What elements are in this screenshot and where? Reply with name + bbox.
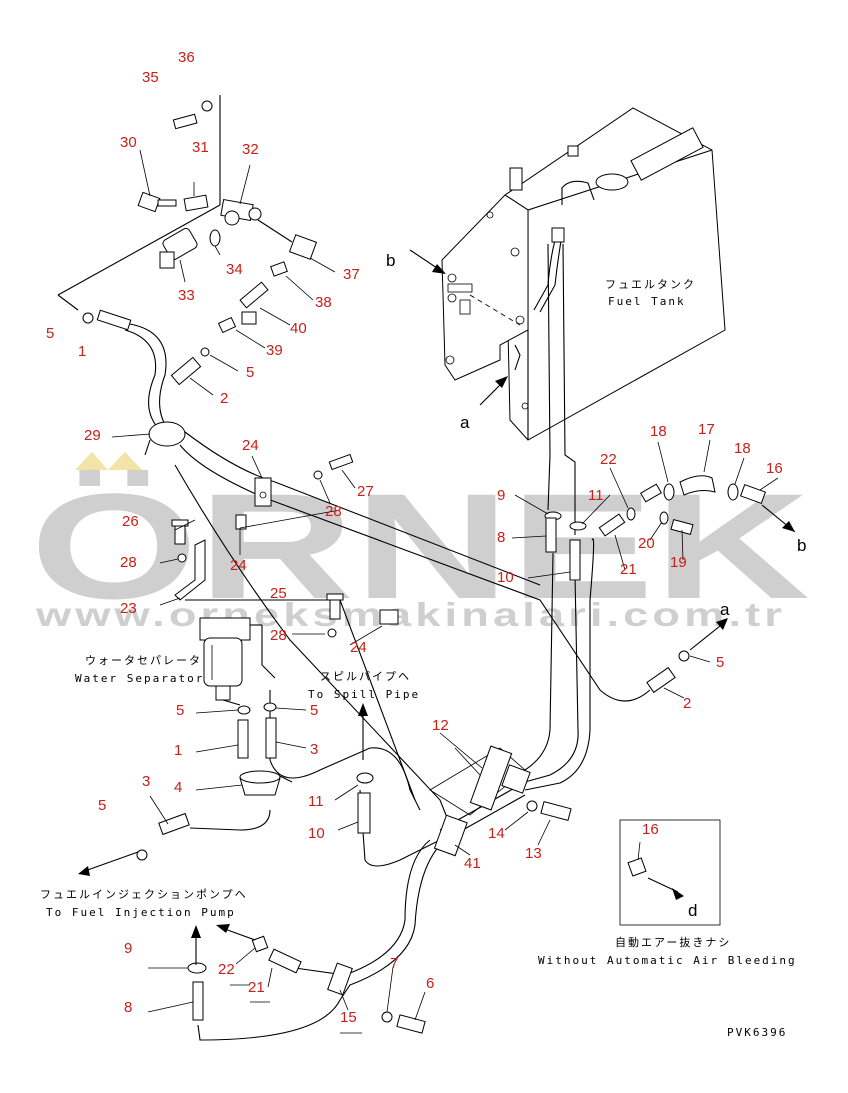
part-num: 18 [650,423,667,440]
part-num: 4 [174,779,182,796]
part-num: 5 [310,702,318,719]
part-num: 7 [390,955,398,972]
part-num: 6 [426,975,434,992]
direction-arrows [78,249,508,965]
ref-a-right: a [720,600,730,619]
part-num: 27 [357,483,374,500]
top-fittings [57,95,318,456]
part-num: 16 [642,821,659,838]
pump-label-jp: フュエルインジェクションポンプヘ [40,888,248,901]
part-num: 40 [290,320,307,337]
watermark-url: www.orneksmakinalari.com.tr [35,596,786,633]
part-num: 36 [178,49,195,66]
part-num: 37 [343,266,360,283]
part-num: 24 [350,639,367,656]
part-num: 3 [142,773,150,790]
part-num: 5 [246,364,254,381]
mid-hardware [171,453,399,638]
part-num: 35 [142,69,159,86]
part-num: 9 [124,940,132,957]
fuel-tank-label-jp: フュエルタンク [605,278,696,291]
watermark-brand: ÖRNEK [30,462,810,630]
part-num: 17 [698,421,715,438]
part-num: 39 [266,342,283,359]
spill-pipe-label-en: To Spill Pipe [308,688,420,701]
fuel-lines [124,243,651,1041]
part-num: 12 [432,717,449,734]
part-num: 15 [340,1009,357,1026]
part-num: 3 [310,741,318,758]
ref-b-top: b [386,251,395,270]
part-num: 1 [78,343,86,360]
part-num: 30 [120,134,137,151]
part-num: 22 [218,961,235,978]
no-bleed-label-en: Without Automatic Air Bleeding [538,954,797,967]
part-num: 9 [497,487,505,504]
part-num: 13 [525,845,542,862]
part-num: 22 [600,451,617,468]
part-num: 11 [308,793,324,810]
labels: フュエルタンク Fuel Tank ウォータセパレータ Water Separa… [40,278,797,1039]
part-num: 38 [315,294,332,311]
drawing-code: PVK6396 [727,1026,787,1039]
part-num: 21 [248,979,265,996]
part-num: 10 [497,569,514,586]
part-num: 24 [242,437,259,454]
part-num: 8 [124,999,132,1016]
part-num: 5 [98,797,106,814]
right-fittings [544,475,796,694]
ref-a-top: a [460,413,470,432]
part-num: 1 [174,742,182,759]
part-num: 29 [84,427,101,444]
ref-b-right: b [797,536,806,555]
water-separator-label-jp: ウォータセパレータ [85,654,202,667]
part-num: 21 [620,561,637,578]
part-num: 18 [734,440,751,457]
leader-lines [111,149,779,1034]
pump-label-en: To Fuel Injection Pump [46,906,236,919]
part-num: 25 [270,585,287,602]
part-num: 5 [46,325,54,342]
part-num: 2 [220,390,228,407]
part-num: 8 [497,529,505,546]
part-num: 34 [226,261,243,278]
part-num: 32 [242,141,259,158]
part-num: 19 [670,554,687,571]
part-num: 26 [122,513,139,530]
part-num: 28 [270,627,287,644]
part-num: 28 [120,554,137,571]
water-separator [199,617,293,796]
part-num: 10 [308,825,325,842]
water-separator-label-en: Water Separator [75,672,204,685]
ref-d: d [688,901,697,920]
part-num: 23 [120,600,137,617]
part-num: 41 [464,855,481,872]
part-num: 14 [488,825,505,842]
part-num: 28 [325,503,342,520]
part-num: 16 [766,460,783,477]
no-bleed-label-jp: 自動エアー抜きナシ [615,935,731,949]
part-num: 5 [176,702,184,719]
part-numbers: 36 35 30 31 32 34 33 37 38 40 39 5 1 5 2… [46,49,783,1026]
part-num: 2 [683,695,691,712]
part-num: 24 [230,557,247,574]
part-num: 11 [588,487,604,504]
fuel-tank [441,107,726,441]
watermark: ÖRNEK www.orneksmakinalari.com.tr [30,452,810,633]
spill-pipe-label-jp: スピルパイプヘ [320,670,411,683]
part-num: 20 [638,535,655,552]
part-num: 5 [716,654,724,671]
lower-hardware [136,745,721,1034]
part-num: 33 [178,287,195,304]
part-num: 31 [192,139,209,156]
reference-letters: b a b a d [386,251,806,920]
fuel-tank-label-en: Fuel Tank [608,295,686,308]
